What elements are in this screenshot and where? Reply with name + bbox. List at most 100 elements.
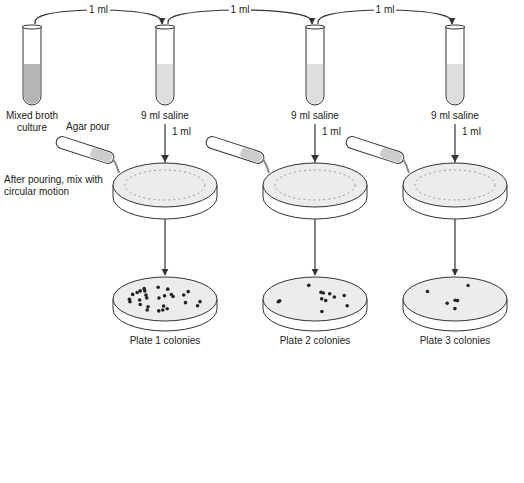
plate-label: Plate 3 colonies — [395, 335, 515, 347]
dish-top — [403, 277, 507, 321]
colony-dot — [169, 293, 173, 297]
colony-dot — [135, 291, 139, 295]
plate-drawing — [105, 275, 225, 335]
colony-dot — [156, 285, 160, 289]
tube-drawing — [2, 24, 62, 110]
colony-dot — [138, 303, 142, 307]
tube-rim — [305, 25, 325, 29]
tube-drawing — [280, 24, 350, 110]
colony-dot — [143, 289, 147, 293]
colony-dot — [184, 301, 188, 305]
tube-rim — [155, 25, 175, 29]
agar-swirl — [125, 170, 205, 200]
colony-dot — [163, 294, 167, 298]
tube-liquid — [157, 64, 173, 104]
colony-dot — [182, 293, 186, 297]
colony-dot — [157, 296, 161, 300]
colony-dot — [466, 284, 470, 288]
plate-label: Plate 1 colonies — [105, 335, 225, 347]
transfer-arrow — [454, 124, 455, 275]
test-tube: 9 ml saline — [280, 24, 350, 122]
plate-drawing — [255, 275, 375, 335]
tube-drawing — [130, 24, 200, 110]
tube-label: Mixed broth culture — [2, 110, 62, 134]
note-label: After pouring, mix with circular motion — [4, 174, 108, 198]
volume-label: 1 ml — [320, 126, 343, 138]
transfer-arrow — [314, 124, 315, 275]
colony-dot — [166, 287, 170, 291]
pour-plate — [345, 135, 507, 219]
colony-dot — [445, 301, 449, 305]
tube-label: 9 ml saline — [130, 110, 200, 122]
dish-top — [113, 277, 217, 321]
agar-stream — [263, 159, 269, 173]
colony-dot — [138, 289, 142, 293]
colony-dot — [165, 307, 169, 311]
colony-dot — [157, 309, 161, 313]
tube-liquid — [447, 64, 463, 104]
agar-liquid — [239, 147, 263, 163]
volume-label: 1 ml — [229, 4, 252, 16]
tube-drawing — [420, 24, 490, 110]
colony-dot — [146, 305, 150, 309]
dish-side — [113, 185, 217, 219]
transfer-arrow — [164, 124, 165, 275]
colony-dot — [144, 293, 148, 297]
colony-dot — [198, 300, 202, 304]
agar-stream — [403, 159, 409, 173]
pour-tube — [345, 135, 406, 165]
dish-top — [263, 277, 367, 321]
arrow-head — [311, 155, 319, 162]
colony-dot — [161, 308, 165, 312]
tube-liquid — [307, 64, 323, 104]
arrow-head — [451, 155, 459, 162]
dish-side — [403, 185, 507, 219]
arrow-head — [161, 155, 169, 162]
plate-label: Plate 2 colonies — [255, 335, 375, 347]
tube-label: 9 ml saline — [280, 110, 350, 122]
colony-dot — [342, 294, 346, 298]
colony-dot — [453, 298, 457, 302]
volume-label: 1 ml — [460, 126, 483, 138]
tube-rim — [22, 25, 42, 29]
colony-dot — [324, 299, 328, 303]
colony-dot — [453, 307, 457, 311]
colony-dot — [162, 304, 166, 308]
agar-liquid — [89, 147, 113, 163]
tube-glass — [205, 135, 266, 165]
test-tube: 9 ml saline — [420, 24, 490, 122]
volume-label: 1 ml — [170, 126, 193, 138]
tube-glass — [306, 27, 324, 105]
colony-dot — [196, 304, 200, 308]
volume-label: 1 ml — [374, 4, 397, 16]
tube-glass — [345, 135, 406, 165]
colony-dot — [320, 310, 324, 314]
plate-drawing — [395, 275, 515, 335]
pour-tube — [55, 135, 116, 165]
colony-dot — [333, 295, 337, 299]
tube-glass — [446, 27, 464, 105]
agar-stream — [113, 159, 119, 173]
test-tube: 9 ml saline — [130, 24, 200, 122]
dish-side — [263, 185, 367, 219]
pour-tube — [205, 135, 266, 165]
colony-dot — [278, 299, 282, 303]
agar-swirl — [415, 170, 495, 200]
colony-dot — [426, 290, 430, 294]
test-tube: Mixed broth culture — [2, 24, 62, 134]
agar-swirl — [275, 170, 355, 200]
colony-dot — [345, 304, 349, 308]
colony-dot — [319, 290, 323, 294]
colony-plate: Plate 3 colonies — [395, 275, 515, 347]
tube-glass — [156, 27, 174, 105]
dish-top — [113, 163, 217, 207]
tube-glass — [55, 135, 116, 165]
colony-dot — [131, 293, 135, 297]
colony-dot — [328, 292, 332, 296]
colony-plate: Plate 1 colonies — [105, 275, 225, 347]
tube-rim — [445, 25, 465, 29]
tube-label: 9 ml saline — [420, 110, 490, 122]
